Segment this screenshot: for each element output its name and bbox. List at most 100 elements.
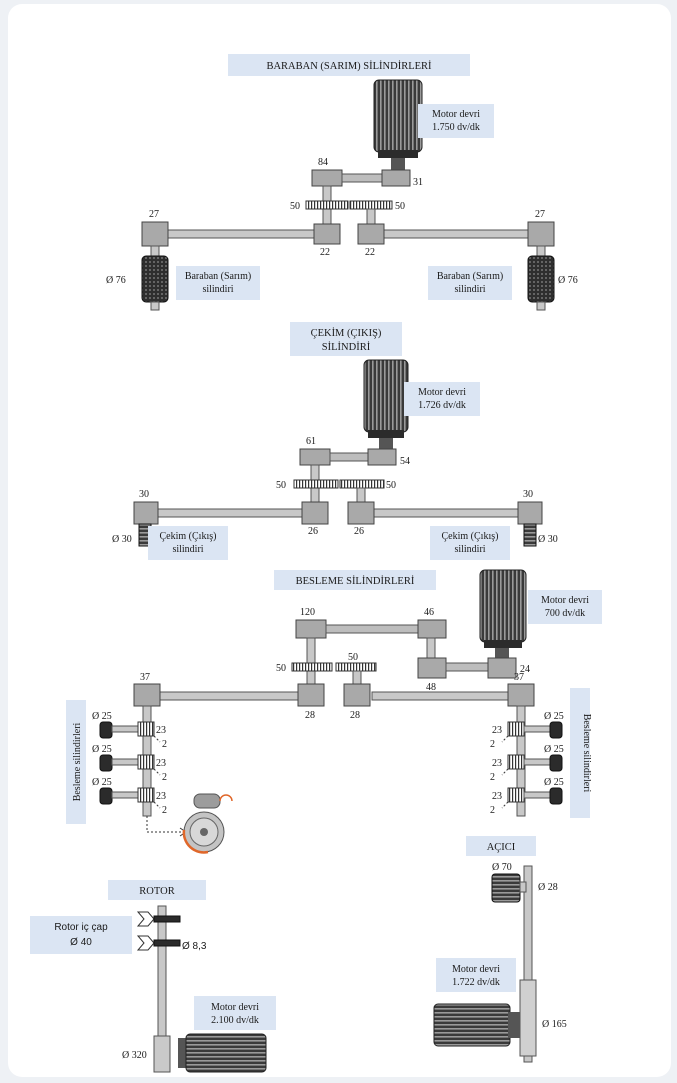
label-54: 54 [400,456,410,467]
label-28-right: 28 [350,710,360,721]
gear-50-right [349,200,393,210]
cekim-section: ÇEKİM (ÇIKIŞ) SİLİNDİRİ Motor devri 1.72… [112,322,558,560]
rotor-section: ROTOR Rotor iç çap Ø 40 Ø 8,3 Ø 320 Moto… [30,880,276,1073]
cekim-title-box [290,322,402,356]
baraban-cyl-left-1: Baraban (Sarım) [185,271,251,282]
acici-d70: Ø 70 [492,862,512,873]
label-50-right-cekim: 50 [386,480,396,491]
left-d25-2: Ø 25 [92,744,112,755]
right-2-2: 2 [490,772,495,783]
rotor-d320: Ø 320 [122,1050,147,1061]
besleme-left-rollers [99,721,155,805]
acici-d165: Ø 165 [542,1019,567,1030]
label-27-right: 27 [535,209,545,220]
acici-section: AÇICI Ø 70 Ø 28 Motor devri 1.722 dv/dk … [433,836,567,1063]
baraban-motor [373,79,423,170]
rotor-title: ROTOR [139,886,174,897]
label-120: 120 [300,607,315,618]
label-37-left: 37 [140,672,150,683]
rotor-motor-line2: 2.100 dv/dk [211,1015,259,1026]
shaft-left [165,229,319,239]
label-27-left: 27 [149,209,159,220]
cekim-motor-line2: 1.726 dv/dk [418,400,466,411]
cekim-cyl-left-1: Çekim (Çıkış) [160,531,217,542]
besleme-right-rollers [507,721,563,805]
baraban-motor-line2: 1.750 dv/dk [432,122,480,133]
machine-drive-diagram: BARABAN (SARIM) SİLİNDİRLERİ Motor devri… [30,54,602,1073]
worm-gear-illustration [146,793,233,854]
acici-d28: Ø 28 [538,882,558,893]
besleme-title: BESLEME SİLİNDİRLERİ [296,575,415,587]
baraban-cyl-right-2: silindiri [454,284,485,295]
rotor-motor-line1: Motor devri [211,1002,259,1013]
label-28-left: 28 [305,710,315,721]
rotor-pulley [153,1035,171,1073]
label-84: 84 [318,157,328,168]
acici-pulley [519,979,537,1057]
acici-shaft [523,865,533,1063]
besleme-motor [479,569,527,658]
besleme-side-left: Besleme silindirleri [72,722,83,801]
rotor-motor [178,1033,267,1073]
cekim-motor [363,359,409,450]
label-d76-right: Ø 76 [558,275,578,286]
cekim-title-2: SİLİNDİRİ [322,341,371,353]
label-50-left: 50 [290,201,300,212]
right-d25-1: Ø 25 [544,711,564,722]
cekim-cyl-right-2: silindiri [454,544,485,555]
shaft-right [383,229,533,239]
label-50-right: 50 [395,201,405,212]
rotor-d83: Ø 8,3 [182,941,207,952]
left-23-2: 23 [156,758,166,769]
rotor-cups [136,911,181,951]
diagram-card: BARABAN (SARIM) SİLİNDİRLERİ Motor devri… [8,4,671,1077]
label-30-left: 30 [139,489,149,500]
label-50-left-besleme: 50 [276,663,286,674]
left-d25-3: Ø 25 [92,777,112,788]
right-d25-2: Ø 25 [544,744,564,755]
right-2-3: 2 [490,805,495,816]
left-2-1: 2 [162,739,167,750]
label-48: 48 [426,682,436,693]
acici-motor-line2: 1.722 dv/dk [452,977,500,988]
left-23-3: 23 [156,791,166,802]
baraban-cyl-left-2: silindiri [202,284,233,295]
baraban-motor-label-box [418,104,494,138]
label-24: 24 [520,664,530,675]
besleme-side-right: Besleme silindirleri [581,714,592,793]
baraban-motor-line1: Motor devri [432,109,480,120]
baraban-title-box [228,54,470,76]
label-31: 31 [413,177,423,188]
right-2-1: 2 [490,739,495,750]
rotor-inner-1: Rotor iç çap [54,922,108,933]
label-37-right: 37 [514,672,524,683]
cekim-motor-line1: Motor devri [418,387,466,398]
right-23-1: 23 [492,725,502,736]
acici-motor-line1: Motor devri [452,964,500,975]
baraban-section: BARABAN (SARIM) SİLİNDİRLERİ Motor devri… [106,54,578,311]
label-30-right: 30 [523,489,533,500]
baraban-cyl-right-1: Baraban (Sarım) [437,271,503,282]
label-22-right: 22 [365,247,375,258]
right-23-2: 23 [492,758,502,769]
left-2-2: 2 [162,772,167,783]
label-26-right: 26 [354,526,364,537]
acici-motor [433,1003,520,1047]
cekim-title-1: ÇEKİM (ÇIKIŞ) [311,327,382,339]
left-23-1: 23 [156,725,166,736]
rotor-title-box [108,880,206,900]
left-d25-1: Ø 25 [92,711,112,722]
label-d30-left: Ø 30 [112,534,132,545]
cekim-cyl-left-2: silindiri [172,544,203,555]
pulley-84 [311,169,343,187]
acici-title: AÇICI [487,842,516,853]
besleme-section: BESLEME SİLİNDİRLERİ Motor devri 700 dv/… [66,569,602,854]
label-50-left-cekim: 50 [276,480,286,491]
label-46: 46 [424,607,434,618]
besleme-motor-line1: Motor devri [541,595,589,606]
label-50-right-besleme: 50 [348,652,358,663]
baraban-cylinder-right [527,255,555,303]
cekim-cyl-right-1: Çekim (Çıkış) [442,531,499,542]
label-d30-right: Ø 30 [538,534,558,545]
besleme-title-box [274,570,436,590]
